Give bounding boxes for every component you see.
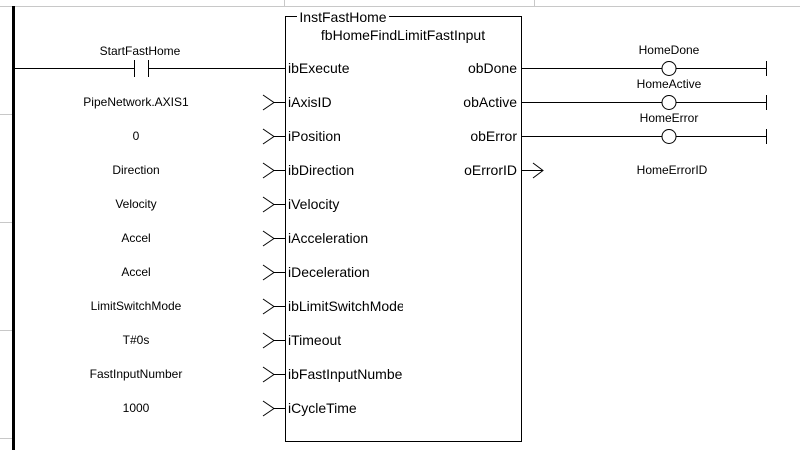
input-pin-label: iVelocity xyxy=(288,196,339,212)
output-pin-label: obError xyxy=(470,128,517,144)
coil-variable-label[interactable]: HomeError xyxy=(640,111,699,125)
coil-variable-label[interactable]: HomeDone xyxy=(639,43,700,57)
input-value-label[interactable]: LimitSwitchMode xyxy=(91,299,182,313)
output-variable-label[interactable]: HomeErrorID xyxy=(637,163,708,177)
input-connector-lower xyxy=(262,204,275,213)
input-connector xyxy=(262,230,285,239)
input-connector xyxy=(262,366,285,375)
input-value-label[interactable]: Accel xyxy=(121,265,150,279)
input-connector xyxy=(262,298,285,307)
output-pin-label: obActive xyxy=(463,94,517,110)
input-connector-lower xyxy=(262,170,275,179)
input-pin-label: iAxisID xyxy=(288,94,332,110)
input-pin-label: iCycleTime xyxy=(288,400,357,416)
input-pin-label: ibDirection xyxy=(288,162,354,178)
input-connector-lower xyxy=(262,374,275,383)
input-connector-lower xyxy=(262,272,275,281)
output-arrow xyxy=(532,162,544,179)
input-pin-label: iTimeout xyxy=(288,332,341,348)
output-pin-label: obDone xyxy=(468,60,517,76)
coil-circle[interactable] xyxy=(661,61,677,76)
rung-execute: StartFastHome xyxy=(15,44,285,77)
input-values: PipeNetwork.AXIS1 0DirectionVelocityAccel… xyxy=(83,94,285,417)
input-connector-lower xyxy=(262,408,275,417)
coil-variable-label[interactable]: HomeActive xyxy=(637,77,702,91)
input-value-label[interactable]: Velocity xyxy=(115,197,156,211)
input-value-label[interactable]: Direction xyxy=(112,163,159,177)
block-type-name: fbHomeFindLimitFastInput xyxy=(321,27,485,43)
input-pin-label: ibFastInputNumber xyxy=(288,366,407,382)
input-connector xyxy=(262,94,285,103)
input-connector-lower xyxy=(262,136,275,145)
output-pins: obDone obActive obError oErrorID xyxy=(463,60,517,178)
input-value-label[interactable]: 1000 xyxy=(123,401,150,415)
input-connector xyxy=(262,196,285,205)
function-block-frame xyxy=(285,16,522,442)
background-grid xyxy=(0,0,800,439)
input-pin-label: ibExecute xyxy=(288,60,350,76)
input-pin-label: iAcceleration xyxy=(288,230,368,246)
output-pin-label: oErrorID xyxy=(464,162,517,178)
input-value-label[interactable]: 0 xyxy=(133,129,140,143)
input-connector-lower xyxy=(262,340,275,349)
input-connector xyxy=(262,128,285,137)
coil-circle[interactable] xyxy=(661,95,677,110)
input-connector-lower xyxy=(262,238,275,247)
contact-variable-label[interactable]: StartFastHome xyxy=(100,44,181,58)
input-pin-label: iDeceleration xyxy=(288,264,370,280)
input-value-label[interactable]: Accel xyxy=(121,231,150,245)
input-connector xyxy=(262,332,285,341)
input-connector xyxy=(262,162,285,171)
input-pin-label: ibLimitSwitchMode xyxy=(288,298,405,314)
coil-circle[interactable] xyxy=(661,129,677,144)
input-value-label[interactable]: FastInputNumber xyxy=(90,367,183,381)
input-value-label[interactable]: T#0s xyxy=(123,333,150,347)
input-connector-lower xyxy=(262,306,275,315)
block-instance-name[interactable]: InstFastHome xyxy=(299,9,386,25)
function-block[interactable]: InstFastHome fbHomeFindLimitFastInput ib… xyxy=(285,9,522,442)
input-connector-lower xyxy=(262,102,275,111)
instance-name-background xyxy=(297,9,389,25)
input-value-label[interactable]: PipeNetwork.AXIS1 xyxy=(83,95,189,109)
left-power-rail xyxy=(12,6,15,450)
input-connector xyxy=(262,400,285,409)
input-pin-label: iPosition xyxy=(288,128,341,144)
input-connector xyxy=(262,264,285,273)
input-pins: ibExecute iAxisID iPosition ibDirection iVel… xyxy=(288,60,407,416)
